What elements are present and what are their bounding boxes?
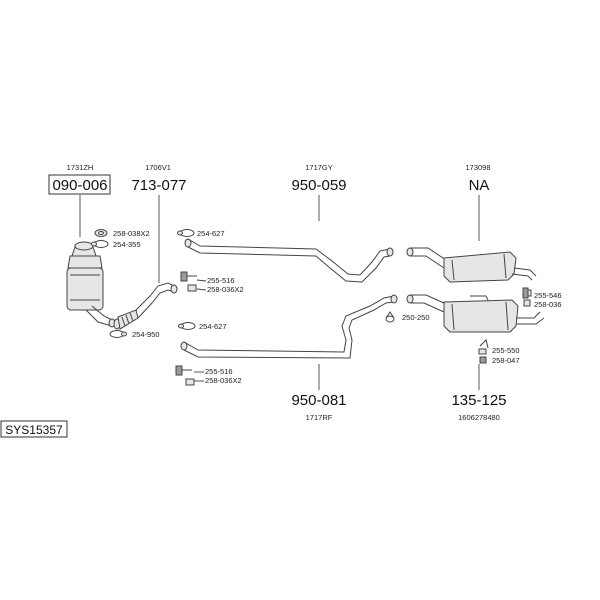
clamp-icon[interactable]	[177, 229, 195, 237]
front-pipe-code[interactable]: 713-077	[131, 177, 186, 194]
cat-seal-label: 258-038X2	[113, 229, 150, 238]
mid-upper-clamp-label: 254-627	[197, 229, 225, 238]
rear-lower-rubber-label: 258-047	[492, 356, 520, 365]
cat-code-box	[48, 174, 111, 195]
mid-lower-rubber-label: 258-036X2	[205, 376, 242, 385]
rear-silencer-lower[interactable]	[406, 294, 545, 333]
mid-upper-hanger-label: 255-516	[207, 276, 235, 285]
rear-upper-rubber-label: 258-036	[534, 300, 562, 309]
rear-connector-label: 250-250	[402, 313, 430, 322]
clamp-icon[interactable]	[91, 240, 109, 248]
front-pipe-clamp-label: 254-950	[132, 330, 160, 339]
hanger-icon[interactable]	[180, 271, 197, 292]
clamp-icon[interactable]	[109, 330, 127, 338]
cat-ref: 1731ZH	[67, 163, 94, 172]
clamp-icon[interactable]	[178, 322, 196, 330]
rear-lower-ref: 1606278480	[458, 413, 500, 422]
mid-lower-clamp-label: 254-627	[199, 322, 227, 331]
mid-lower-hanger-label: 255-516	[205, 367, 233, 376]
front-pipe[interactable]	[113, 282, 178, 330]
rear-upper-code[interactable]: NA	[469, 177, 490, 194]
diagram-id: SYS15357	[5, 423, 63, 437]
front-pipe-ref: 1706V1	[145, 163, 171, 172]
cat-clamp-label: 254-355	[113, 240, 141, 249]
mid-upper-rubber-label: 258-036X2	[207, 285, 244, 294]
middle-pipe-upper[interactable]	[184, 238, 394, 283]
rear-upper-mount-label: 255-546	[534, 291, 562, 300]
mount-icon[interactable]	[478, 339, 489, 364]
mid-upper-code[interactable]: 950-059	[291, 177, 346, 194]
mid-lower-ref: 1717RF	[306, 413, 333, 422]
rear-lower-mount-label: 255-550	[492, 346, 520, 355]
hanger-icon[interactable]	[175, 365, 195, 386]
connector-icon[interactable]	[385, 311, 395, 323]
mid-upper-ref: 1717GY	[305, 163, 333, 172]
gasket-icon[interactable]	[94, 229, 108, 237]
catalytic-converter[interactable]	[66, 241, 116, 328]
rear-upper-ref: 173098	[465, 163, 490, 172]
rear-lower-code[interactable]: 135-125	[451, 392, 506, 409]
diagram-id-box	[0, 420, 68, 438]
mount-icon[interactable]	[522, 287, 532, 307]
cat-code[interactable]: 090-006	[52, 177, 107, 194]
rear-silencer-upper[interactable]	[406, 247, 537, 283]
mid-lower-code[interactable]: 950-081	[291, 392, 346, 409]
middle-pipe-lower[interactable]	[180, 294, 398, 359]
